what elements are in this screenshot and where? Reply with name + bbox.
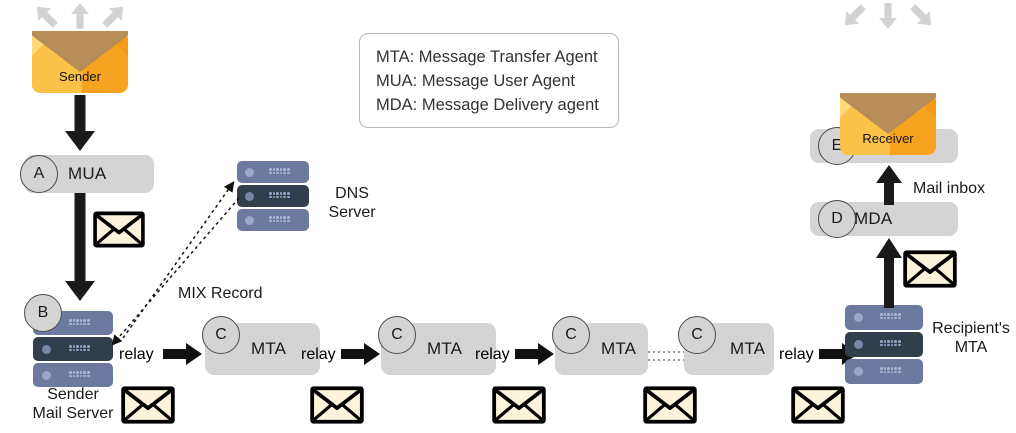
- step-badge-c-4-text: C: [691, 326, 703, 343]
- node-mta-3-label: MTA: [601, 339, 637, 358]
- letter-icon-6: [791, 386, 845, 424]
- dns-line2: Server: [328, 204, 376, 221]
- receiver-mail-app-icon: Receiver: [840, 93, 936, 155]
- sender-mail-server-line1: Sender: [47, 386, 99, 403]
- edge-mta-ellipsis-dotted: [648, 348, 684, 364]
- letter-icon-3: [310, 386, 364, 424]
- node-recipient-mta-label: Recipient's MTA: [925, 319, 1016, 357]
- step-badge-c-1-text: C: [215, 326, 227, 343]
- step-badge-c-3-text: C: [565, 326, 577, 343]
- node-dns-server[interactable]: [237, 161, 309, 233]
- sender-mail-server-line2: Mail Server: [32, 405, 114, 422]
- step-badge-b-text: B: [37, 304, 49, 321]
- rcpt-tier-mid: [845, 332, 923, 357]
- arrow-mua-to-mailserver: [62, 193, 98, 303]
- arrow-relay-2: [341, 343, 381, 365]
- node-mta-4-label: MTA: [730, 339, 766, 358]
- legend-line-3: MDA: Message Delivery agent: [376, 96, 599, 114]
- node-mta-1-label: MTA: [251, 339, 287, 358]
- arrow-mda-to-mua: [874, 163, 904, 205]
- node-recipient-mta[interactable]: [845, 305, 923, 386]
- arrow-relay-1: [163, 343, 203, 365]
- letter-icon-2: [121, 386, 175, 424]
- step-badge-c-3: C: [552, 316, 590, 354]
- sender-outgoing-arrows: [32, 2, 128, 30]
- dns-tier-mid: [237, 185, 309, 207]
- node-sender-mua-label: MUA: [68, 164, 107, 183]
- dns-tier-top: [237, 161, 309, 183]
- dns-line1: DNS: [335, 185, 369, 202]
- arrow-sender-to-mua: [62, 95, 98, 153]
- node-sender-mail-server[interactable]: [33, 311, 113, 389]
- rcpt-tier-bot: [845, 359, 923, 384]
- letter-icon-4: [492, 386, 546, 424]
- step-badge-d-text: D: [831, 210, 843, 227]
- step-badge-b: B: [24, 294, 62, 332]
- edge-label-relay-4: relay: [779, 346, 814, 363]
- letter-icon-5: [643, 386, 697, 424]
- node-sender-mail-server-label: Sender Mail Server: [13, 385, 133, 423]
- step-badge-c-4: C: [678, 316, 716, 354]
- node-dns-server-label: DNS Server: [316, 184, 388, 222]
- recipient-mta-line2: MTA: [954, 339, 988, 356]
- step-badge-a: A: [20, 155, 58, 193]
- dns-tier-bot: [237, 209, 309, 231]
- receiver-app-label: Receiver: [862, 131, 914, 146]
- edge-mx-record-dotted: [105, 176, 245, 346]
- arrow-relay-3: [515, 343, 555, 365]
- letter-icon-7: [903, 250, 957, 288]
- step-badge-c-2-text: C: [391, 326, 403, 343]
- arrow-rcptmta-to-mda: [874, 236, 904, 308]
- server-tier-mid: [33, 337, 113, 361]
- legend-line-1: MTA: Message Transfer Agent: [376, 48, 598, 66]
- step-badge-e-text: E: [831, 137, 843, 154]
- edge-label-mail-inbox: Mail inbox: [913, 180, 986, 197]
- edge-label-relay-3: relay: [475, 346, 510, 363]
- node-recipient-mda-label: MDA: [854, 209, 893, 228]
- step-badge-c-2: C: [378, 316, 416, 354]
- edge-label-mx-record: MIX Record: [178, 285, 263, 302]
- server-tier-bot: [33, 363, 113, 387]
- sender-app-label: Sender: [59, 69, 101, 84]
- rcpt-tier-top: [845, 305, 923, 330]
- acronym-legend: MTA: Message Transfer Agent MUA: Message…: [359, 33, 619, 128]
- recipient-mta-line1: Recipient's: [932, 320, 1010, 337]
- legend-line-2: MUA: Message User Agent: [376, 72, 575, 90]
- edge-label-relay-2: relay: [301, 346, 336, 363]
- sender-mail-app-icon: Sender: [32, 31, 128, 93]
- step-badge-c-1: C: [202, 316, 240, 354]
- node-mta-2-label: MTA: [427, 339, 463, 358]
- receiver-incoming-arrows: [840, 2, 936, 30]
- step-badge-a-text: A: [33, 165, 45, 182]
- edge-label-relay-1: relay: [119, 346, 154, 363]
- step-badge-d: D: [818, 200, 856, 238]
